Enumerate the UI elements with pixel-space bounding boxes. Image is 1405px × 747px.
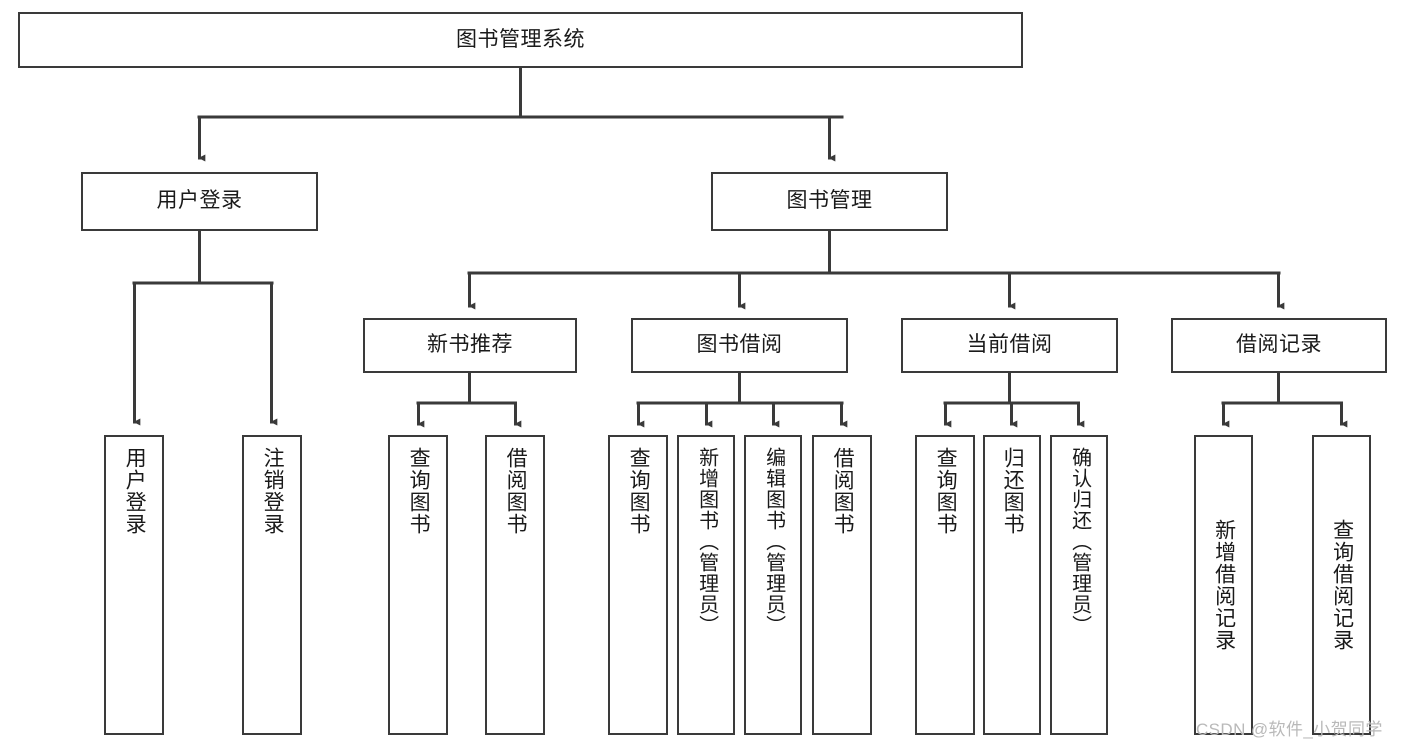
csdn-watermark: CSDN @软件_小贺同学 (1196, 720, 1383, 739)
node-leaf-add-book[interactable]: 新增图书（管理员） (677, 435, 735, 735)
node-leaf-user-logout-label: 注销登录 (261, 447, 285, 535)
node-leaf-borrow-book-rec-label: 借阅图书 (504, 447, 528, 535)
node-leaf-borrow-book[interactable]: 借阅图书 (812, 435, 872, 735)
node-new-book-rec[interactable]: 新书推荐 (363, 318, 577, 373)
node-user-login[interactable]: 用户登录 (81, 172, 318, 231)
node-leaf-user-login[interactable]: 用户登录 (104, 435, 164, 735)
node-leaf-add-record[interactable]: 新增借阅记录 (1194, 435, 1253, 735)
node-borrow-record[interactable]: 借阅记录 (1171, 318, 1387, 373)
node-new-book-rec-label: 新书推荐 (427, 333, 513, 357)
node-leaf-borrow-book-rec[interactable]: 借阅图书 (485, 435, 545, 735)
node-leaf-borrow-book-label: 借阅图书 (831, 447, 855, 535)
node-root[interactable]: 图书管理系统 (18, 12, 1023, 68)
node-leaf-user-logout[interactable]: 注销登录 (242, 435, 302, 735)
node-leaf-query-record-label: 查询借阅记录 (1330, 519, 1354, 651)
node-user-login-label: 用户登录 (156, 189, 243, 213)
node-leaf-return-book-label: 归还图书 (1001, 447, 1025, 535)
node-root-label: 图书管理系统 (456, 27, 585, 51)
node-current-borrow[interactable]: 当前借阅 (901, 318, 1118, 373)
node-current-borrow-label: 当前借阅 (966, 333, 1053, 357)
node-leaf-add-record-label: 新增借阅记录 (1212, 519, 1236, 651)
node-leaf-query-book-rec[interactable]: 查询图书 (388, 435, 448, 735)
node-leaf-return-book[interactable]: 归还图书 (983, 435, 1041, 735)
node-leaf-user-login-label: 用户登录 (123, 447, 147, 535)
node-leaf-confirm-return[interactable]: 确认归还（管理员） (1050, 435, 1108, 735)
node-book-borrow[interactable]: 图书借阅 (631, 318, 848, 373)
node-borrow-record-label: 借阅记录 (1236, 333, 1322, 357)
node-leaf-query-book-rec-label: 查询图书 (407, 447, 431, 535)
node-book-borrow-label: 图书借阅 (696, 333, 783, 357)
node-leaf-query-book-borrow[interactable]: 查询图书 (608, 435, 668, 735)
node-book-manage-label: 图书管理 (786, 189, 873, 213)
node-book-manage[interactable]: 图书管理 (711, 172, 948, 231)
node-leaf-query-book-current[interactable]: 查询图书 (915, 435, 975, 735)
node-leaf-edit-book[interactable]: 编辑图书（管理员） (744, 435, 802, 735)
node-leaf-confirm-return-label: 确认归还（管理员） (1068, 447, 1091, 636)
node-leaf-edit-book-label: 编辑图书（管理员） (762, 447, 785, 636)
node-leaf-add-book-label: 新增图书（管理员） (695, 447, 718, 636)
node-leaf-query-book-current-label: 查询图书 (934, 447, 958, 535)
node-leaf-query-record[interactable]: 查询借阅记录 (1312, 435, 1371, 735)
node-leaf-query-book-borrow-label: 查询图书 (627, 447, 651, 535)
